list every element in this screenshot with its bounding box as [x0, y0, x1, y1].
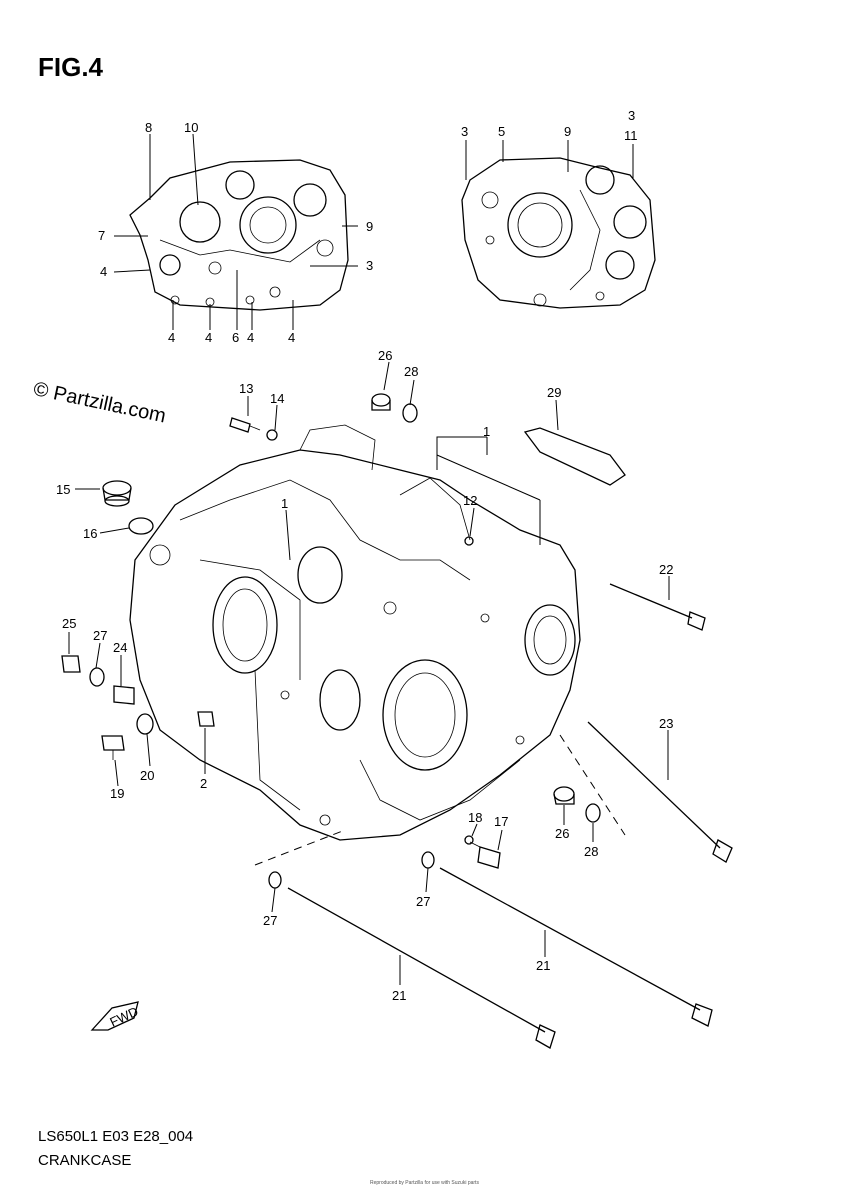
callout-6: 6 — [232, 330, 239, 345]
oil-filler-cap — [102, 480, 132, 507]
right-half-leaders — [465, 140, 634, 180]
alignment-line — [559, 734, 626, 836]
callout-16: 16 — [83, 526, 97, 541]
washer-12 — [464, 536, 474, 546]
forward-arrow-icon: FWD — [90, 1001, 141, 1031]
callout-15: 15 — [56, 482, 70, 497]
callout-27: 27 — [416, 894, 430, 909]
callout-28: 28 — [584, 844, 598, 859]
callout-29: 29 — [547, 385, 561, 400]
main-crankcase-assembly — [129, 424, 581, 841]
diagram-code: LS650L1 E03 E28_004 — [38, 1128, 194, 1145]
callout-4: 4 — [168, 330, 175, 345]
dowel-pin-2 — [197, 711, 215, 727]
callout-8: 8 — [145, 120, 152, 135]
callout-27: 27 — [263, 913, 277, 928]
left-crankcase-half-view — [129, 159, 349, 311]
left-half-leaders — [113, 133, 358, 330]
right-crankcase-half-view — [461, 157, 656, 309]
callout-3: 3 — [366, 258, 373, 273]
callout-9: 9 — [366, 219, 373, 234]
o-ring-16 — [128, 517, 154, 535]
callout-22: 22 — [659, 562, 673, 577]
callout-1: 1 — [281, 496, 288, 511]
washer-27-mid — [421, 851, 435, 869]
stud-bolt-21-left — [287, 887, 556, 1049]
callout-27: 27 — [93, 628, 107, 643]
washer-27-left-small — [89, 667, 105, 687]
callout-21: 21 — [536, 958, 550, 973]
callout-17: 17 — [494, 814, 508, 829]
callout-9: 9 — [564, 124, 571, 139]
callout-19: 19 — [110, 786, 124, 801]
callout-4: 4 — [205, 330, 212, 345]
plug-24 — [113, 685, 135, 705]
callout-26: 26 — [378, 348, 392, 363]
callout-12: 12 — [463, 493, 477, 508]
pipe-29 — [523, 427, 626, 486]
washer-28-right — [585, 803, 601, 823]
callout-23: 23 — [659, 716, 673, 731]
washer-14 — [266, 429, 278, 441]
footer-fineprint: Reproduced by Partzilla for use with Suz… — [370, 1180, 479, 1186]
plug-13 — [229, 417, 261, 433]
callout-1: 1 — [483, 424, 490, 439]
callout-26: 26 — [555, 826, 569, 841]
bolt-17 — [469, 841, 501, 869]
washer-27-left — [268, 871, 282, 889]
callout-4: 4 — [288, 330, 295, 345]
diagram-name: CRANKCASE — [38, 1152, 132, 1169]
callout-5: 5 — [498, 124, 505, 139]
plug-25 — [61, 655, 81, 673]
cap-26-right — [553, 786, 575, 805]
main-leaders — [68, 361, 670, 985]
callout-18: 18 — [468, 810, 482, 825]
callout-4: 4 — [247, 330, 254, 345]
callout-28: 28 — [404, 364, 418, 379]
callout-11: 11 — [624, 128, 638, 143]
callout-24: 24 — [113, 640, 127, 655]
callout-3: 3 — [461, 124, 468, 139]
callout-25: 25 — [62, 616, 76, 631]
callout-7: 7 — [98, 228, 105, 243]
drain-plug-19 — [101, 735, 125, 760]
callout-3: 3 — [628, 108, 635, 123]
cap-26-top — [371, 393, 391, 411]
callout-4: 4 — [100, 264, 107, 279]
washer-18 — [464, 835, 474, 845]
callout-20: 20 — [140, 768, 154, 783]
callout-10: 10 — [184, 120, 198, 135]
callout-21: 21 — [392, 988, 406, 1003]
figure-title: FIG.4 — [38, 52, 104, 82]
callout-2: 2 — [200, 776, 207, 791]
stud-bolt-21-right — [439, 867, 713, 1027]
bolt-22 — [609, 583, 706, 631]
alignment-line — [254, 829, 346, 866]
gasket-20 — [136, 713, 154, 735]
callout-13: 13 — [239, 381, 253, 396]
bolt-23 — [587, 721, 733, 863]
washer-28-top — [402, 403, 418, 423]
callout-14: 14 — [270, 391, 284, 406]
